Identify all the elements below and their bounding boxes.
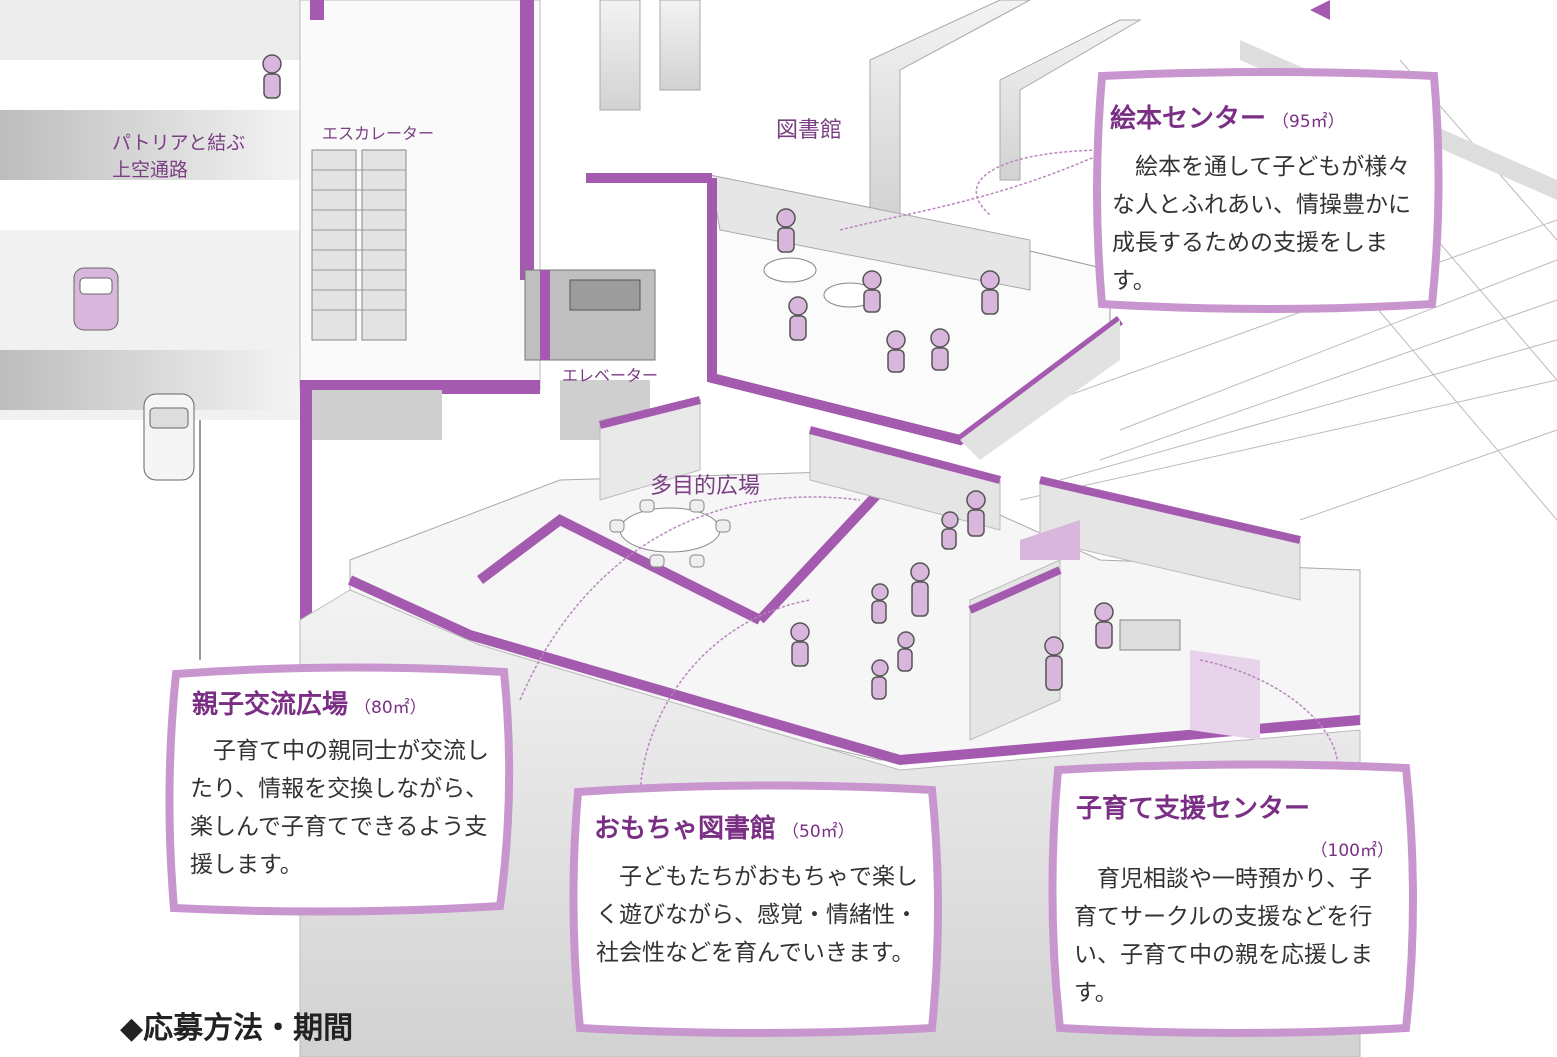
- car-icon: [73, 267, 119, 331]
- bubble-text: 絵本を通して子どもが様々な人とふれあい、情操豊かに成長するための支援をします。: [1112, 154, 1411, 294]
- person-icon: [910, 562, 930, 617]
- person-icon: [871, 583, 889, 624]
- person-icon: [886, 330, 906, 373]
- bubble-frame: [569, 781, 942, 1037]
- bubble-picture-book-center: 絵本センター（95㎡） 絵本を通して子どもが様々な人とふれあい、情操豊かに成長す…: [1088, 66, 1446, 316]
- skyway-bridge: [0, 110, 300, 180]
- bubble-parent-child-plaza: 親子交流広場（80㎡） 子育て中の親同士が交流したり、情報を交換しながら、楽しん…: [160, 660, 520, 920]
- bubble-title: 絵本センター（95㎡）: [1110, 98, 1345, 135]
- person-icon: [790, 622, 810, 667]
- person-icon: [862, 270, 882, 313]
- bubble-frame: [1093, 68, 1443, 313]
- person-icon: [966, 490, 986, 537]
- escalator-label: エスカレーター: [322, 124, 435, 143]
- person-icon: [262, 54, 282, 99]
- bubble-toy-library: おもちゃ図書館（50㎡） 子どもたちがおもちゃで楽しく遊びながら、感覚・情緒性・…: [566, 778, 946, 1040]
- person-icon: [930, 328, 950, 371]
- library-label: 図書館: [776, 118, 843, 143]
- car-icon: [143, 393, 195, 481]
- bubble-area: （95㎡）: [1272, 112, 1345, 132]
- bubble-title: 親子交流広場（80㎡）: [192, 684, 427, 721]
- plaza-label: 多目的広場: [650, 474, 761, 499]
- bubble-title-text: おもちゃ図書館: [594, 814, 777, 844]
- bubble-text: 子育て中の親同士が交流したり、情報を交換しながら、楽しんで子育てできるよう支援し…: [190, 738, 489, 878]
- skyway-label: パトリアと結ぶ 上空通路: [112, 132, 246, 181]
- elevator-label: エレベーター: [562, 366, 659, 385]
- person-icon: [871, 659, 889, 700]
- bubble-childcare-support-center: 子育て支援センター （100㎡） 育児相談や一時預かり、子育てサークルの支援など…: [1044, 756, 1422, 1042]
- bubble-title-text: 絵本センター: [1110, 104, 1267, 134]
- person-icon: [897, 631, 915, 672]
- bubble-frame: [165, 663, 514, 916]
- bubble-frame: [1048, 760, 1417, 1037]
- person-icon: [788, 296, 808, 341]
- bubble-area: （80㎡）: [354, 698, 427, 718]
- bubble-title-text: 親子交流広場: [192, 690, 349, 720]
- bubble-area: （100㎡）: [1310, 841, 1394, 861]
- section-heading: ◆応募方法・期間: [120, 1011, 354, 1046]
- bubble-title: 子育て支援センター: [1076, 794, 1311, 824]
- person-icon: [980, 270, 1000, 315]
- bubble-area: （50㎡）: [782, 822, 855, 842]
- bubble-text: 育児相談や一時預かり、子育てサークルの支援などを行い、子育て中の親を応援します。: [1074, 866, 1373, 1006]
- bubble-title: おもちゃ図書館（50㎡）: [594, 808, 855, 845]
- bubble-text: 子どもたちがおもちゃで楽しく遊びながら、感覚・情緒性・社会性などを育んでいきます…: [596, 864, 918, 966]
- person-icon: [776, 208, 796, 253]
- person-icon: [941, 511, 959, 550]
- person-icon: [1094, 602, 1114, 649]
- person-icon: [1044, 636, 1064, 691]
